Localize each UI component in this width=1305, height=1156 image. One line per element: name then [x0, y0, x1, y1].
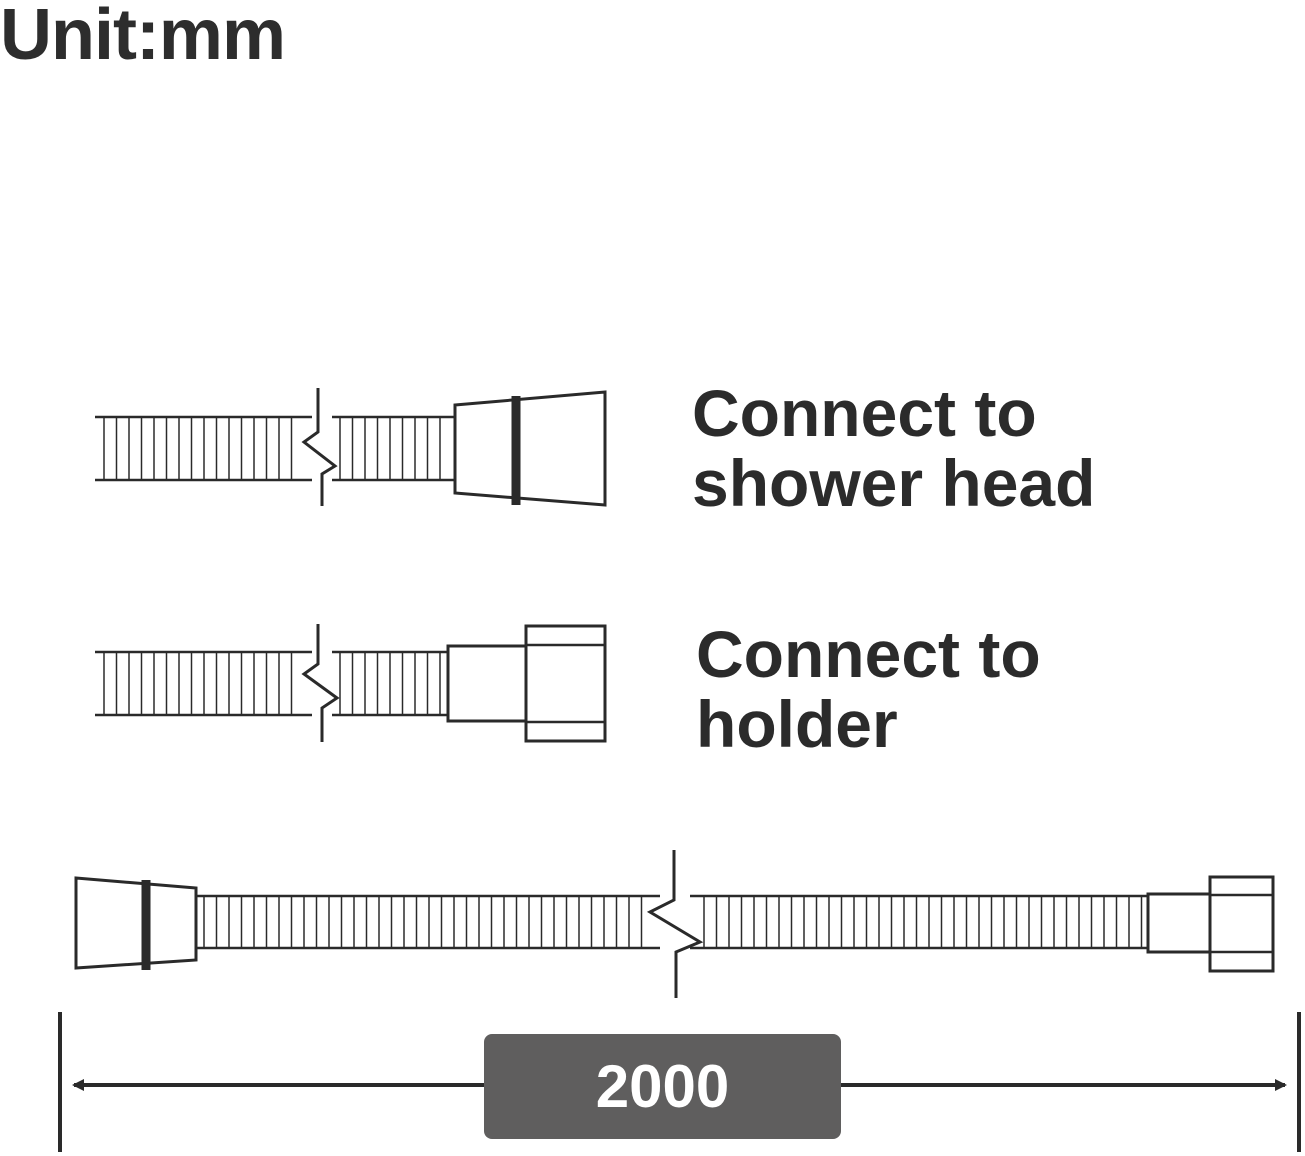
- break-mark: [646, 850, 704, 998]
- holder-nut: [524, 624, 607, 743]
- holder-label: Connect to holder: [696, 619, 1041, 759]
- full-hose: [74, 850, 1275, 998]
- hose-shower-head-end: [95, 388, 607, 507]
- shower-head-label-line1: Connect to: [692, 376, 1037, 450]
- shower-head-label: Connect to shower head: [692, 378, 1095, 518]
- holder-connector: [446, 644, 528, 723]
- unit-label: Unit:mm: [0, 0, 286, 75]
- shower-head-label-line2: shower head: [692, 446, 1096, 520]
- break-mark: [301, 624, 340, 742]
- shower-head-cone: [74, 876, 198, 970]
- break-mark: [301, 388, 338, 506]
- holder-label-line2: holder: [696, 687, 898, 761]
- hose-holder-end: [95, 624, 607, 743]
- holder-nut: [1208, 875, 1275, 973]
- holder-label-line1: Connect to: [696, 617, 1041, 691]
- dimension-line: [58, 1012, 1301, 1152]
- holder-connector: [1146, 892, 1212, 954]
- shower-head-cone: [453, 390, 607, 507]
- length-value-badge: 2000: [484, 1034, 841, 1139]
